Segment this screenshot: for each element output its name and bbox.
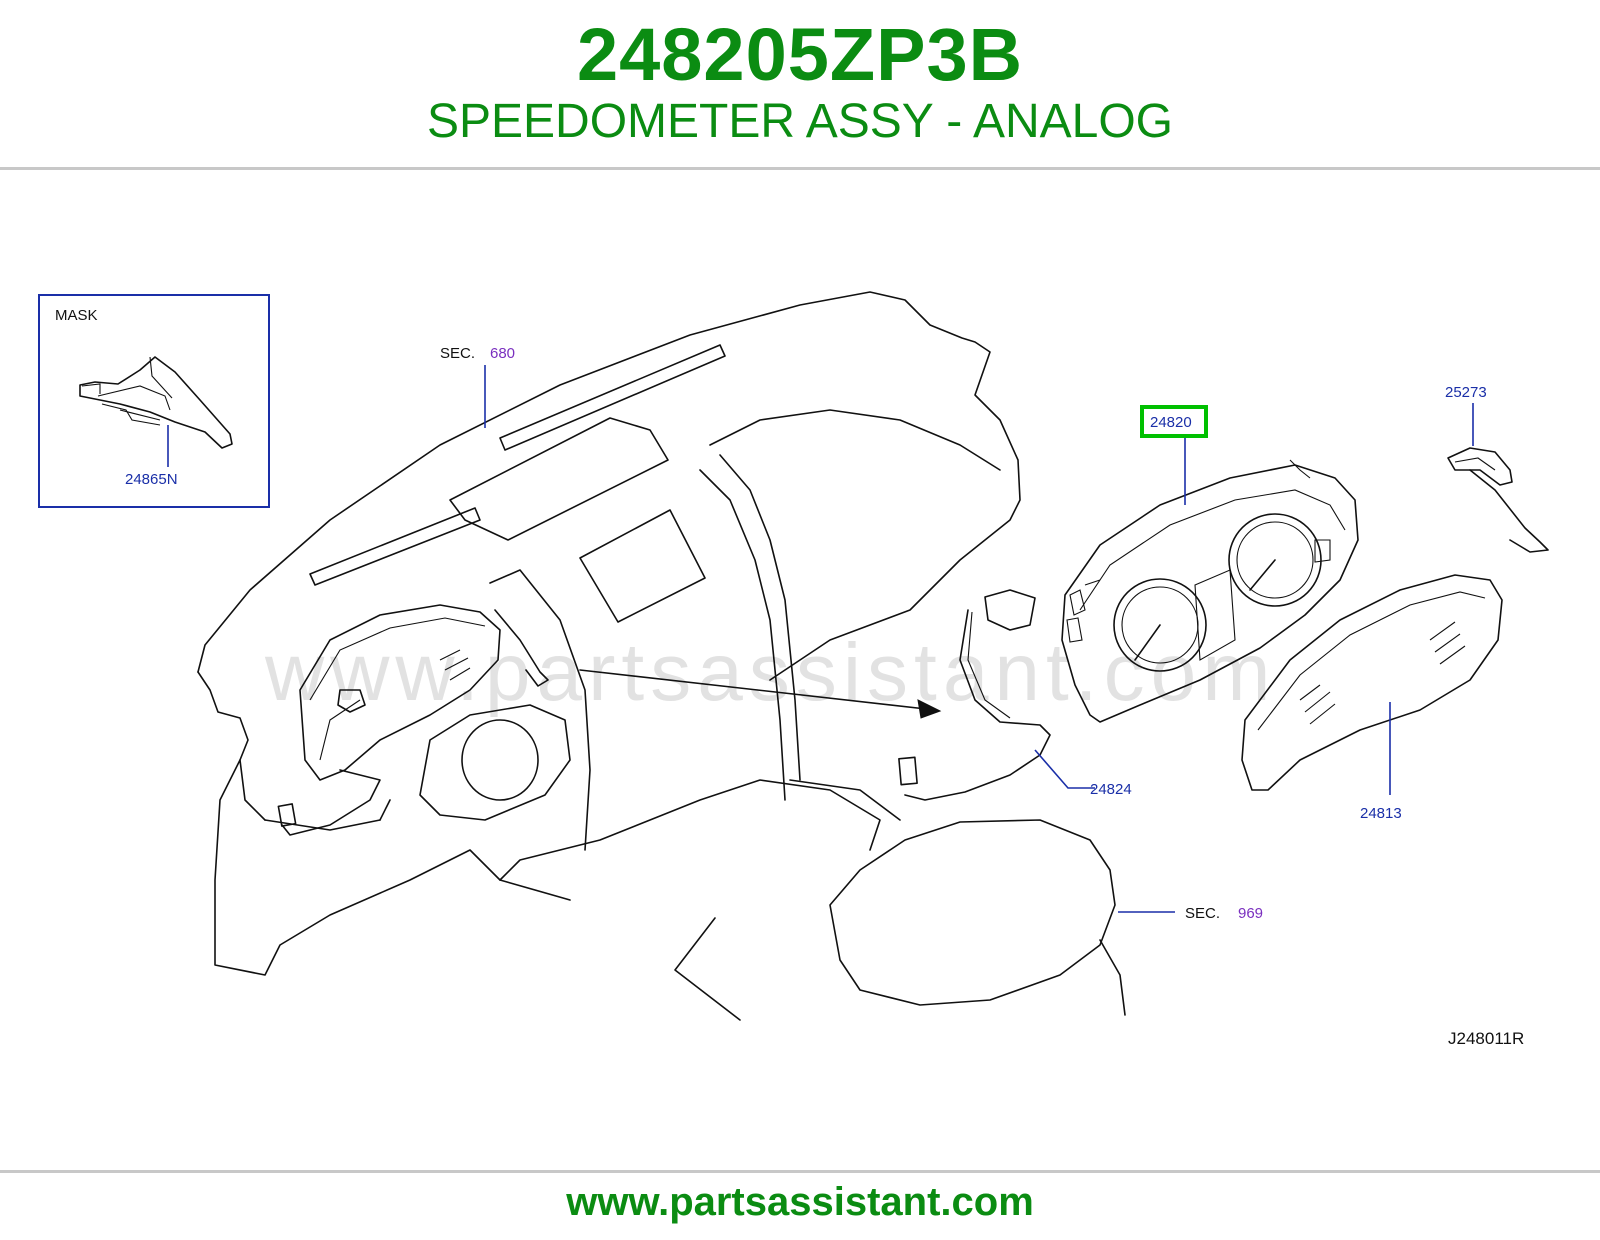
- part-25273-drawing: [1447, 447, 1549, 553]
- callout-24865n[interactable]: 24865N: [125, 471, 178, 488]
- drawing-code: J248011R: [1448, 1029, 1524, 1048]
- callout-25273[interactable]: 25273: [1445, 384, 1487, 401]
- sec-label-prefix-680: SEC.: [440, 345, 475, 362]
- part-number-title: 248205ZP3B: [576, 13, 1024, 96]
- page-header: 248205ZP3B SPEEDOMETER ASSY - ANALOG: [0, 0, 1600, 170]
- mask-part-drawing: [79, 356, 233, 449]
- part-24824-harness-drawing: [898, 589, 1051, 801]
- footer-divider: [0, 1170, 1600, 1173]
- sec-label-prefix-969: SEC.: [1185, 905, 1220, 922]
- highlight-box-24820: [1140, 405, 1208, 438]
- assembly-arrow: [579, 669, 942, 719]
- callout-24824[interactable]: 24824: [1090, 781, 1132, 798]
- callout-24820[interactable]: 24820: [1150, 414, 1192, 431]
- installed-cluster-drawing: [277, 604, 549, 836]
- sec-969-link[interactable]: 969: [1238, 905, 1263, 922]
- callout-24813[interactable]: 24813: [1360, 805, 1402, 822]
- header-divider: [0, 167, 1600, 170]
- footer-website-link[interactable]: www.partsassistant.com: [566, 1180, 1034, 1224]
- speedometer-cluster-drawing: [1061, 459, 1359, 723]
- dashboard-drawing: [197, 291, 1126, 1021]
- mask-inset-label: MASK: [55, 307, 98, 324]
- part-description: SPEEDOMETER ASSY - ANALOG: [426, 95, 1173, 148]
- mask-inset-box: [38, 294, 270, 508]
- sec-680-link[interactable]: 680: [490, 345, 515, 362]
- watermark-text: www.partsassistant.com: [264, 627, 1277, 718]
- callout-24824-leader: [1034, 749, 1095, 789]
- part-24813-lens-drawing: [1241, 574, 1503, 791]
